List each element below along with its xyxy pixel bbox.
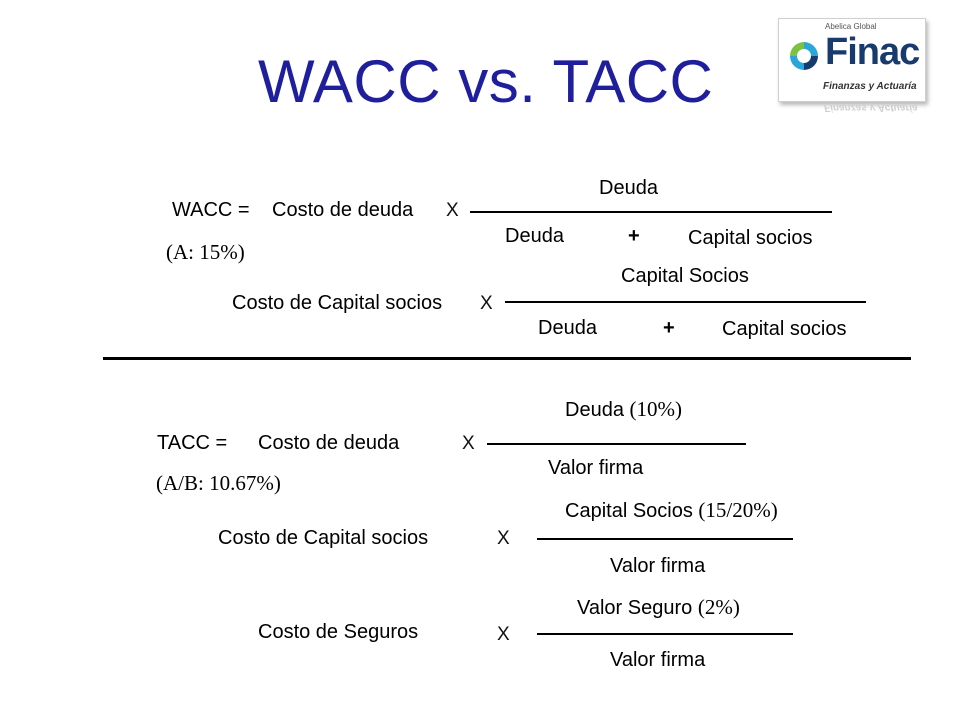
wacc-t2-den-debt: Deuda: [538, 317, 597, 339]
page-title: WACC vs. TACC: [258, 48, 714, 115]
tacc-t3-fraction-bar: [537, 633, 793, 635]
tacc-t1-fraction-bar: [487, 443, 746, 445]
tacc-cost-equity: Costo de Capital socios: [218, 527, 429, 549]
wacc-t1-den-debt: Deuda: [505, 225, 564, 247]
wacc-t1-numerator: Deuda: [599, 177, 658, 199]
section-divider: [103, 357, 911, 360]
tacc-t2-num-text: Capital Socios: [565, 500, 693, 522]
wacc-t1-den-capital: Capital socios: [688, 227, 813, 249]
tacc-cost-debt: Costo de deuda: [258, 432, 400, 454]
tacc-t2-numerator: Capital Socios (15/20%): [565, 498, 778, 522]
tacc-t1-num-pct: (10%): [629, 397, 682, 421]
tacc-t2-fraction-bar: [537, 538, 793, 540]
tacc-cost-insurance: Costo de Seguros: [258, 621, 419, 643]
wacc-cost-equity: Costo de Capital socios: [232, 292, 443, 314]
tacc-t3-num-pct: (2%): [697, 595, 740, 619]
logo-subtitle: Finanzas y Actuaría: [823, 81, 917, 92]
tacc-t3-denominator: Valor firma: [610, 649, 706, 671]
tacc-t1-denominator: Valor firma: [548, 457, 644, 479]
tacc-t3-num-text: Valor Seguro: [577, 597, 693, 619]
tacc-t1-numerator: Deuda (10%): [565, 397, 682, 421]
wacc-cost-debt: Costo de deuda: [272, 199, 414, 221]
wacc-t2-den-capital: Capital socios: [722, 318, 847, 340]
tacc-t2-num-pct: (15/20%): [698, 498, 778, 522]
tacc-multiply-3: X: [497, 624, 510, 645]
wacc-t1-fraction-bar: [470, 211, 832, 213]
wacc-t2-fraction-bar: [505, 301, 866, 303]
wacc-t1-plus: +: [628, 225, 640, 247]
tacc-t3-numerator: Valor Seguro (2%): [577, 595, 740, 619]
logo-reflection: Finanzas y Actuaría: [824, 102, 918, 113]
wacc-t2-numerator: Capital Socios: [621, 265, 749, 287]
wacc-multiply-1: X: [446, 200, 459, 221]
finac-mark-icon: [790, 42, 818, 70]
logo-tagline: Abelica Global: [825, 22, 877, 31]
wacc-t2-plus: +: [663, 317, 675, 339]
tacc-multiply-2: X: [497, 528, 510, 549]
tacc-t2-denominator: Valor firma: [610, 555, 706, 577]
wacc-multiply-2: X: [480, 293, 493, 314]
tacc-note: (A/B: 10.67%): [156, 471, 281, 495]
wacc-label: WACC =: [172, 199, 250, 221]
tacc-multiply-1: X: [462, 433, 475, 454]
wacc-note: (A: 15%): [166, 240, 245, 264]
finac-logo: Abelica Global Finac Finanzas y Actuaría: [778, 18, 926, 102]
tacc-label: TACC =: [157, 432, 228, 454]
logo-word: Finac: [825, 31, 920, 73]
tacc-t1-num-text: Deuda: [565, 399, 624, 421]
